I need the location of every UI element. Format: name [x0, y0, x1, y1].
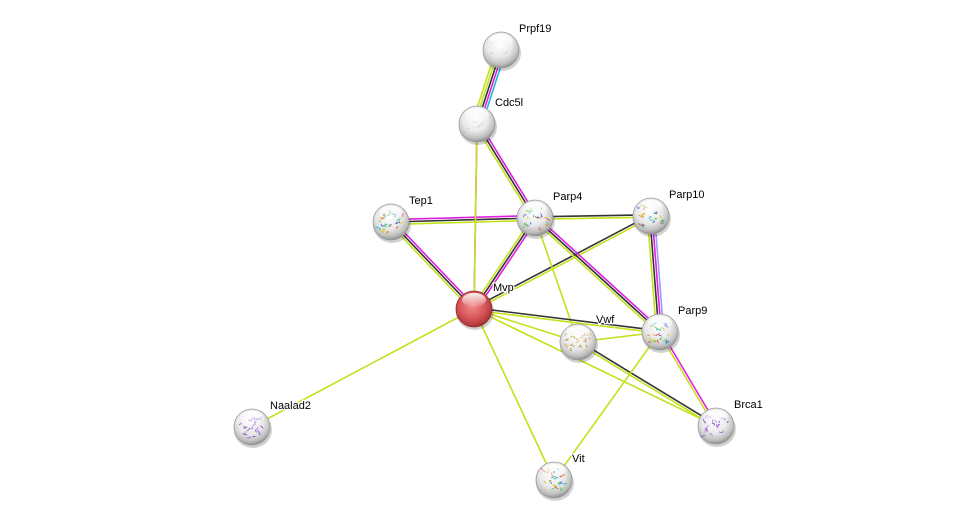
edge-line-coexpression [473, 214, 651, 309]
edge-cdc5l-parp4[interactable] [474, 122, 538, 220]
node-brca1[interactable]: Brca1 [697, 398, 764, 447]
node-naalad2[interactable]: Naalad2 [233, 399, 312, 448]
edge-line-textmining [388, 223, 473, 312]
edge-line-coexpression [534, 217, 661, 333]
edges-layer [251, 48, 718, 481]
node-label: Mvp [493, 282, 514, 294]
edge-line-textmining [576, 342, 716, 428]
node-parp10[interactable]: Parp10 [632, 188, 706, 237]
node-highlight [523, 202, 547, 216]
node-highlight [465, 108, 489, 122]
edge-parp9-vit[interactable] [553, 331, 661, 481]
node-label: Parp10 [669, 189, 704, 201]
edge-mvp-brca1[interactable] [473, 308, 717, 427]
edge-line-coexpression [476, 123, 536, 219]
edge-line-experiments [475, 218, 538, 311]
node-label: Cdc5l [495, 97, 523, 109]
edge-tep1-mvp[interactable] [388, 219, 477, 312]
edge-line-coexpression [390, 221, 475, 310]
edge-line-textmining [474, 216, 652, 311]
edge-tep1-parp4[interactable] [390, 214, 536, 226]
node-highlight [648, 316, 672, 330]
edge-mvp-vit[interactable] [473, 308, 555, 481]
edge-cdc5l-mvp[interactable] [473, 123, 478, 310]
edge-line-experiments [536, 215, 663, 331]
edge-parp4-parp9[interactable] [532, 215, 663, 335]
edge-parp10-parp9[interactable] [646, 215, 665, 333]
node-label: Vwf [596, 314, 615, 326]
edge-line-experiments [651, 215, 662, 332]
node-highlight [542, 464, 566, 478]
node-highlight [379, 206, 403, 220]
edge-line-textmining [473, 123, 478, 310]
node-highlight [639, 200, 663, 214]
edge-line-textmining [473, 308, 717, 427]
node-highlight [704, 410, 728, 424]
edge-line-textmining [532, 219, 659, 335]
node-label: Parp9 [678, 305, 707, 317]
node-highlight [566, 326, 590, 340]
node-mvp[interactable]: Mvp [455, 281, 515, 330]
node-highlight [489, 34, 513, 48]
edge-line-coexpression [390, 217, 536, 223]
node-vwf[interactable]: Vwf [559, 313, 617, 363]
edge-vwf-brca1[interactable] [576, 340, 718, 428]
node-label: Tep1 [409, 195, 433, 207]
node-parp4[interactable]: Parp4 [516, 190, 584, 239]
node-highlight [240, 411, 264, 425]
node-label: Brca1 [734, 399, 763, 411]
edge-line-textmining [473, 308, 555, 481]
edge-line-homology [653, 215, 665, 332]
node-vit[interactable]: Vit [535, 452, 586, 501]
edge-mvp-parp10[interactable] [473, 214, 652, 311]
edge-line-textmining [391, 219, 536, 226]
edge-line-textmining [251, 308, 475, 428]
edge-line-textmining [553, 331, 661, 481]
edge-line-coexpression [474, 307, 661, 332]
edge-line-textmining [471, 216, 534, 309]
node-cdc5l[interactable]: Cdc5l [458, 96, 524, 145]
edge-line-textmining [474, 124, 534, 220]
edge-parp4-vwf[interactable] [534, 217, 579, 343]
edge-line-textmining [646, 216, 658, 333]
edge-line-coexpression [578, 340, 718, 426]
node-prpf19[interactable]: Prpf19 [482, 22, 553, 71]
edge-line-textmining [535, 216, 652, 220]
edge-line-experiments [392, 219, 477, 308]
edge-mvp-naalad2[interactable] [251, 308, 475, 428]
node-label: Vit [572, 453, 585, 465]
edge-line-textmining [534, 217, 579, 343]
node-label: Naalad2 [270, 400, 311, 412]
edge-line-coexpression [534, 214, 651, 218]
node-highlight [462, 293, 486, 307]
edge-line-experiments [478, 122, 538, 218]
node-label: Parp4 [553, 191, 582, 203]
node-label: Prpf19 [519, 23, 551, 35]
edge-line-textmining [473, 309, 660, 334]
edge-parp4-parp10[interactable] [534, 214, 652, 220]
node-tep1[interactable]: Tep1 [372, 194, 434, 243]
edge-mvp-parp9[interactable] [473, 307, 661, 334]
edge-line-coexpression [649, 216, 660, 333]
edge-line-experiments [390, 214, 535, 221]
node-parp9[interactable]: Parp9 [641, 304, 709, 353]
